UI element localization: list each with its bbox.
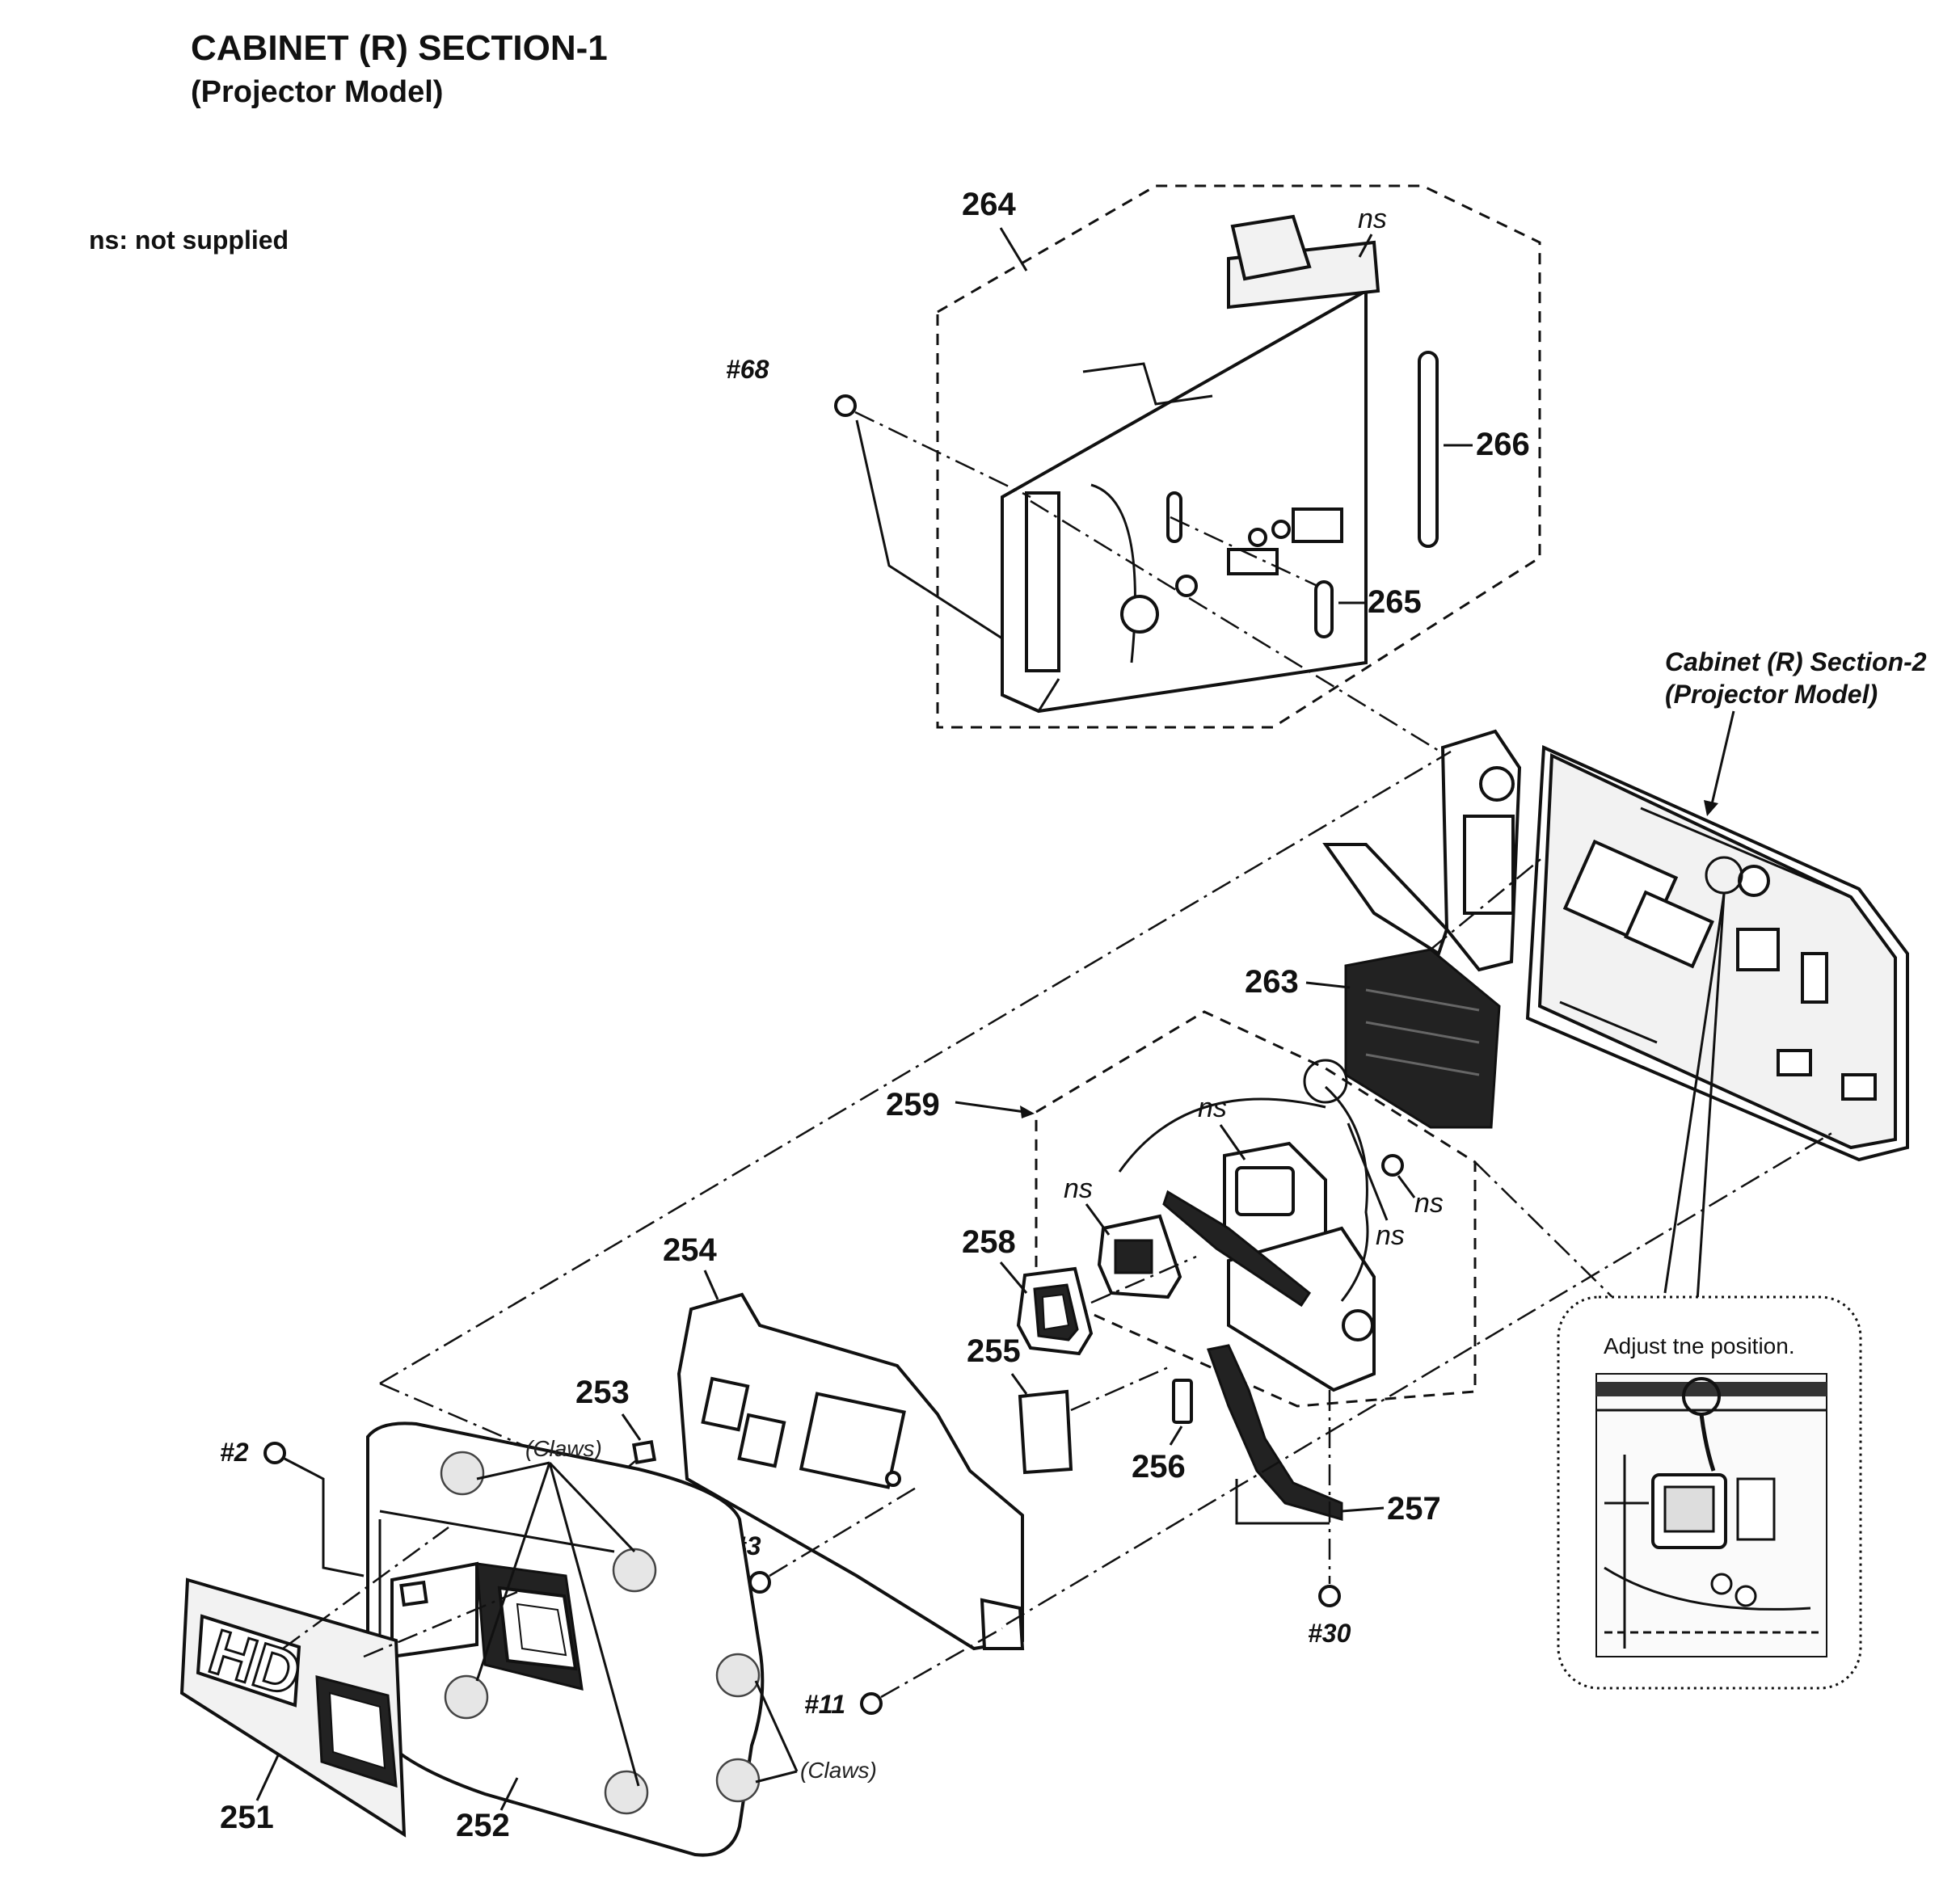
screw-68-icon [834,394,857,417]
flex-part-257 [1207,1344,1343,1521]
leader-263 [1305,981,1351,989]
label-251: 251 [220,1800,274,1835]
label-264: 264 [962,187,1016,222]
plate-part-254 [677,1292,1025,1651]
leader-257 [1341,1506,1385,1513]
label-263: 263 [1245,964,1299,1000]
screw-30-icon [1318,1585,1341,1607]
frame-assembly-264 [1001,214,1380,714]
claw-leader-4 [475,1462,551,1682]
guide-11-to-section-2 [1005,1130,1836,1626]
leader-ns-b [1085,1203,1111,1236]
leader-257-bracket [1235,1479,1330,1525]
ns-mark-c: ns [1414,1188,1444,1219]
sheet-part-255 [1018,1389,1073,1475]
label-265: 265 [1368,584,1422,620]
screw-label-2: #2 [220,1438,249,1467]
hd-panel-part-251: HD [179,1577,407,1838]
claw-leader-6 [755,1770,798,1784]
sheet-part-263 [1344,948,1501,1129]
leader-255 [1010,1373,1028,1395]
pad-part-256 [1172,1379,1193,1424]
leader-258 [999,1261,1028,1294]
claw-leader-2 [548,1461,636,1553]
leader-ns-a [1219,1124,1246,1160]
detail-inset-illustration [1595,1373,1827,1657]
label-259: 259 [886,1087,940,1122]
screw-label-11: #11 [804,1690,845,1719]
leader-ns-c [1397,1175,1416,1198]
leader-253 [621,1413,642,1441]
leader-251 [255,1753,280,1801]
leader-ns-264 [1358,234,1373,258]
label-252: 252 [456,1808,510,1843]
label-257: 257 [1387,1491,1441,1527]
ns-mark-b: ns [1064,1173,1093,1204]
legend-note: ns: not supplied [89,225,289,255]
label-254: 254 [663,1232,717,1268]
label-255: 255 [967,1333,1021,1369]
xref-arrow-line [1710,710,1735,805]
guide-to-section-2 [1030,499,1448,757]
frame-part-258 [1016,1266,1094,1356]
guide-3 [769,1485,918,1577]
guide-263 [1430,856,1545,950]
screw-label-30: #30 [1308,1619,1351,1648]
leader-259 [955,1101,1026,1114]
screw-2-icon [263,1442,286,1464]
guide-255 [1070,1364,1173,1412]
guide-251-a [282,1526,449,1650]
claw-leader-3 [548,1462,640,1787]
detail-caption: Adjust tne position. [1604,1333,1795,1358]
guide-68-a [854,411,1031,499]
guide-259-to-detail [1474,1161,1625,1310]
guide-11 [880,1627,1003,1699]
claws-label-upper: (Claws) [525,1436,602,1461]
claw-leader-5 [754,1680,799,1772]
adjust-position-marker [1705,856,1743,895]
leader-264 [999,227,1028,272]
leader-detail-b [1663,893,1726,1294]
arrowhead-259 [1020,1106,1035,1118]
leader-detail-a [1696,893,1726,1302]
lens-block-259 [1097,1059,1404,1392]
claw-leader-1 [476,1461,550,1480]
leader-ns-d [1347,1122,1389,1221]
guide-265 [1170,516,1318,588]
leader-256 [1169,1426,1183,1446]
screw-label-68: #68 [726,355,769,384]
xref-arrowhead [1704,800,1718,816]
leader-254 [703,1270,719,1300]
page-title: CABINET (R) SECTION-1 [191,28,608,68]
guide-258 [1090,1255,1197,1304]
guide-2 [284,1457,365,1577]
page-subtitle: (Projector Model) [191,75,443,109]
ns-mark-d: ns [1376,1220,1405,1251]
label-256: 256 [1132,1449,1186,1485]
xref-line-2: (Projector Model) [1665,680,1878,709]
claws-label-lower: (Claws) [800,1758,877,1783]
label-258: 258 [962,1224,1016,1260]
guide-68-b [855,419,1003,640]
cabinet-section-2-assembly [1322,729,1909,1162]
guide-251-b [363,1590,518,1658]
strip-part-266 [1418,351,1439,548]
screw-11-icon [860,1692,883,1715]
label-266: 266 [1476,427,1530,462]
ns-mark-a: ns [1198,1093,1227,1123]
leader-252 [499,1777,519,1811]
cube-part-253 [631,1439,657,1465]
label-253: 253 [575,1375,630,1410]
front-cover-part-252 [366,1421,765,1857]
xref-line-1: Cabinet (R) Section-2 [1665,647,1927,676]
screw-3-icon [748,1571,771,1594]
ns-mark-264: ns [1358,204,1387,234]
group-264-boundary [936,184,1541,729]
strip-part-265 [1314,580,1334,638]
